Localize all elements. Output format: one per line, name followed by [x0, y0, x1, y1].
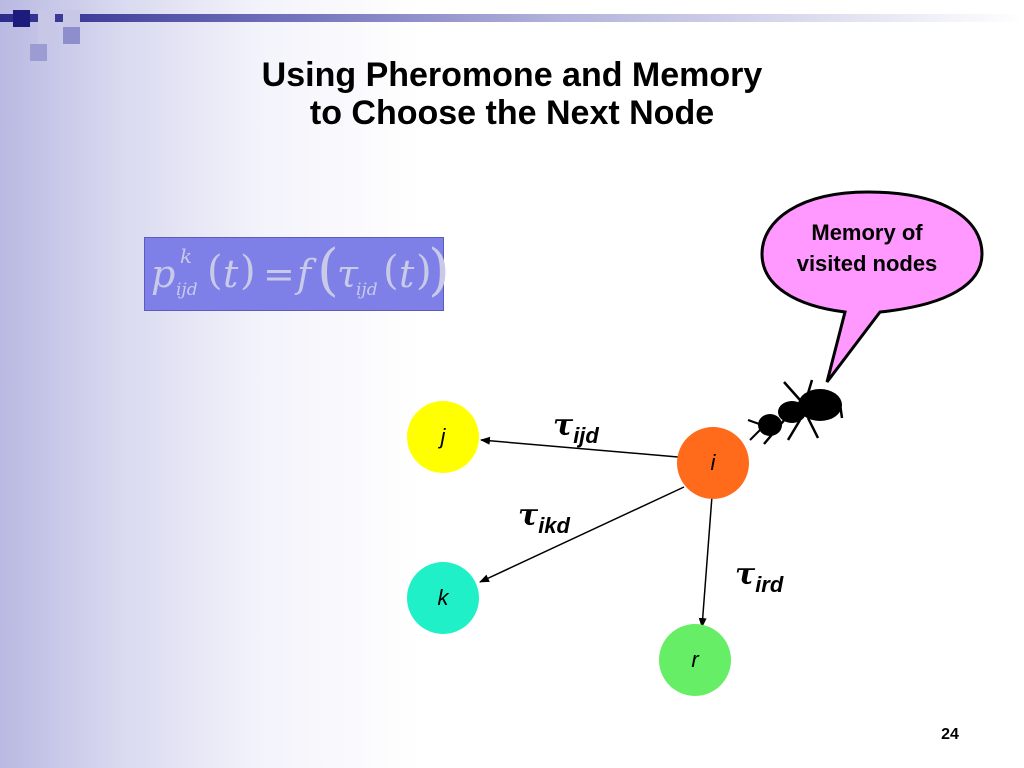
formula-big-paren: ): [428, 238, 450, 303]
formula-paren: (: [383, 248, 399, 294]
formula-p-subscript: ijd: [176, 280, 198, 300]
callout-line2: visited nodes: [796, 251, 938, 276]
node-k: [407, 562, 479, 634]
formula-equals: =: [263, 252, 295, 296]
deco-square: [30, 44, 47, 61]
edge-i-k: [479, 486, 685, 583]
callout-line1: Memory of: [811, 220, 923, 245]
formula-p: p: [151, 252, 176, 296]
formula-big-paren: (: [317, 238, 339, 303]
formula-paren: ): [416, 248, 432, 294]
formula-paren: ): [240, 248, 256, 294]
node-r: [659, 624, 731, 696]
tau-symbol: τ: [735, 557, 756, 592]
tau-subscript: ikd: [538, 513, 570, 538]
slide-number: 24: [941, 726, 959, 743]
tau-subscript: ijd: [573, 423, 599, 448]
deco-square: [63, 10, 80, 27]
ant-icon: [747, 379, 844, 445]
slide-title-line2: to Choose the Next Node: [309, 94, 715, 132]
node-i-label: i: [710, 450, 716, 475]
node-j: [407, 401, 479, 473]
tau-subscript: ird: [755, 572, 784, 597]
memory-speech-bubble: [760, 190, 984, 383]
slide-title: Using Pheromone and Memory to Choose the…: [0, 56, 1024, 132]
node-r-label: r: [691, 647, 699, 672]
edge-i-j: [480, 436, 679, 458]
deco-square: [13, 10, 30, 27]
memory-callout-text: Memory of visited nodes: [760, 217, 974, 279]
node-i: [677, 427, 749, 499]
deco-square: [63, 27, 80, 44]
tau-symbol: τ: [553, 408, 574, 443]
edge-label-ikd: τikd: [518, 498, 570, 538]
formula-tau-subscript: ijd: [356, 280, 378, 300]
slide-title-line1: Using Pheromone and Memory: [261, 56, 763, 94]
formula: p k ijd ( t ) = f ( τ ijd ( t ) ): [145, 238, 450, 312]
tau-symbol: τ: [518, 498, 539, 533]
node-j-label: j: [440, 424, 446, 449]
formula-p-superscript: k: [180, 244, 193, 268]
deco-square: [38, 27, 55, 44]
formula-f: f: [297, 252, 312, 296]
edge-label-ird: τird: [735, 557, 783, 597]
formula-paren: (: [207, 248, 223, 294]
formula-box: p k ijd ( t ) = f ( τ ijd ( t ) ): [144, 237, 450, 312]
edge-i-r: [698, 495, 713, 628]
node-k-label: k: [437, 585, 449, 610]
formula-t: t: [399, 252, 415, 296]
deco-square: [38, 10, 55, 27]
formula-tau: τ: [337, 252, 359, 296]
header-gradient-bar: [0, 14, 1024, 22]
formula-t: t: [223, 252, 239, 296]
edge-label-ijd: τijd: [553, 408, 599, 448]
